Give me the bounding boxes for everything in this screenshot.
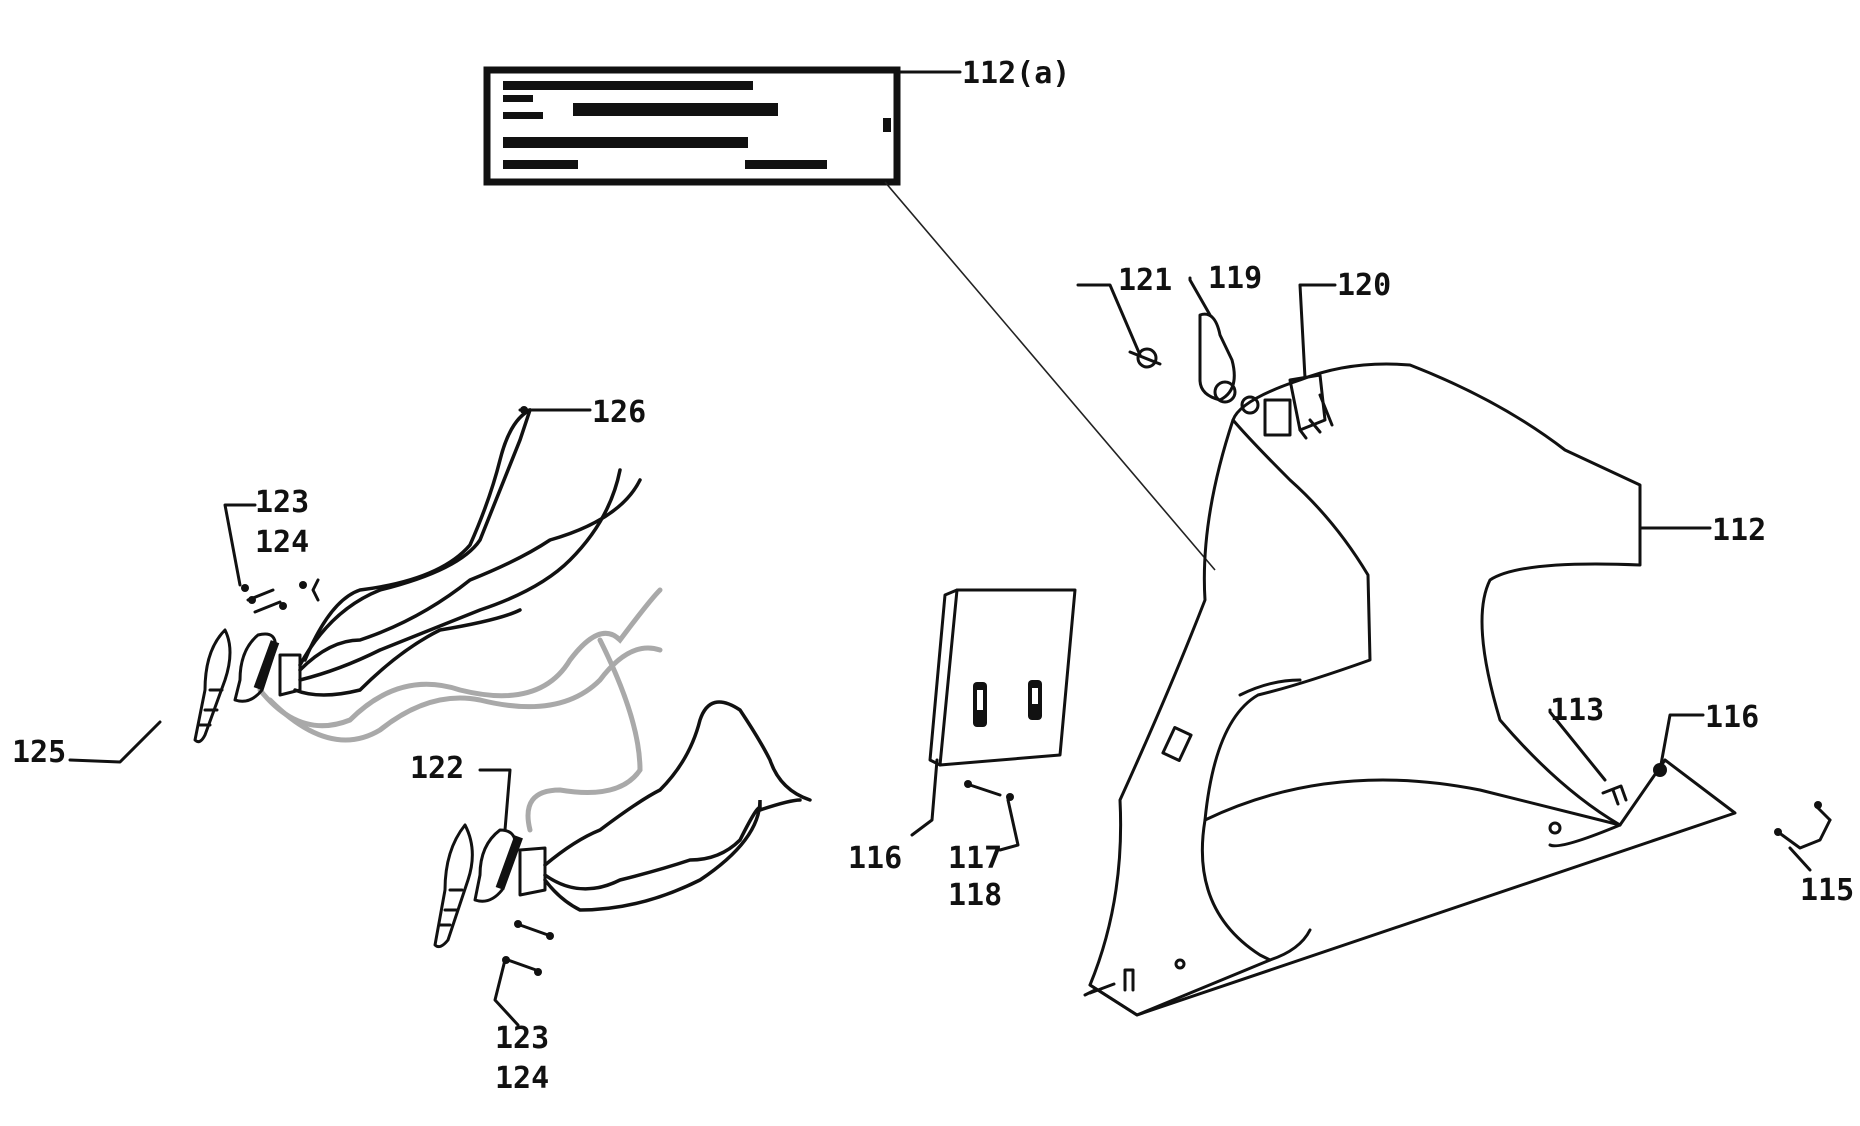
leader-119 (1188, 276, 1212, 317)
leader-123-upper (223, 503, 257, 587)
upper-connector (193, 408, 642, 744)
label-125: 125 (12, 735, 66, 770)
label-123-upper: 123 (255, 485, 309, 520)
pin-115 (1774, 801, 1832, 850)
mounting-plate (928, 588, 1077, 801)
leader-125 (68, 720, 162, 764)
leader-116-right (1658, 713, 1705, 772)
leader-123-lower (493, 958, 520, 1027)
label-115: 115 (1800, 873, 1854, 908)
harness-gray-wires (257, 587, 663, 833)
label-116-left: 116 (848, 841, 902, 876)
leader-120 (1298, 283, 1337, 380)
bracket-112 (1083, 362, 1737, 1017)
screws-123-124-lower (502, 920, 554, 976)
label-124-lower: 124 (495, 1061, 549, 1096)
connector-112a-to-112 (884, 181, 1216, 571)
label-112a: 112(a) (962, 56, 1070, 91)
label-113: 113 (1550, 693, 1604, 728)
label-119: 119 (1208, 261, 1262, 296)
label-124-upper: 124 (255, 525, 309, 560)
leader-115 (1788, 846, 1812, 872)
label-126: 126 (592, 395, 646, 430)
leader-122 (478, 768, 512, 832)
hardware-cluster (1128, 312, 1334, 440)
label-121: 121 (1118, 263, 1172, 298)
label-122: 122 (410, 751, 464, 786)
label-117: 117 (948, 841, 1002, 876)
screws-123-124-upper (241, 581, 307, 614)
leader-116-left (910, 758, 939, 837)
label-116-right: 116 (1705, 700, 1759, 735)
leader-113 (1548, 708, 1607, 782)
label-118: 118 (948, 878, 1002, 913)
wire-end-126 (520, 406, 528, 414)
lower-connector (433, 700, 812, 949)
leader-117 (998, 798, 1020, 852)
label-123-lower: 123 (495, 1021, 549, 1056)
label-112: 112 (1712, 513, 1766, 548)
label-120: 120 (1337, 268, 1391, 303)
label-card-112a (483, 66, 901, 186)
leader-121 (1076, 283, 1142, 357)
